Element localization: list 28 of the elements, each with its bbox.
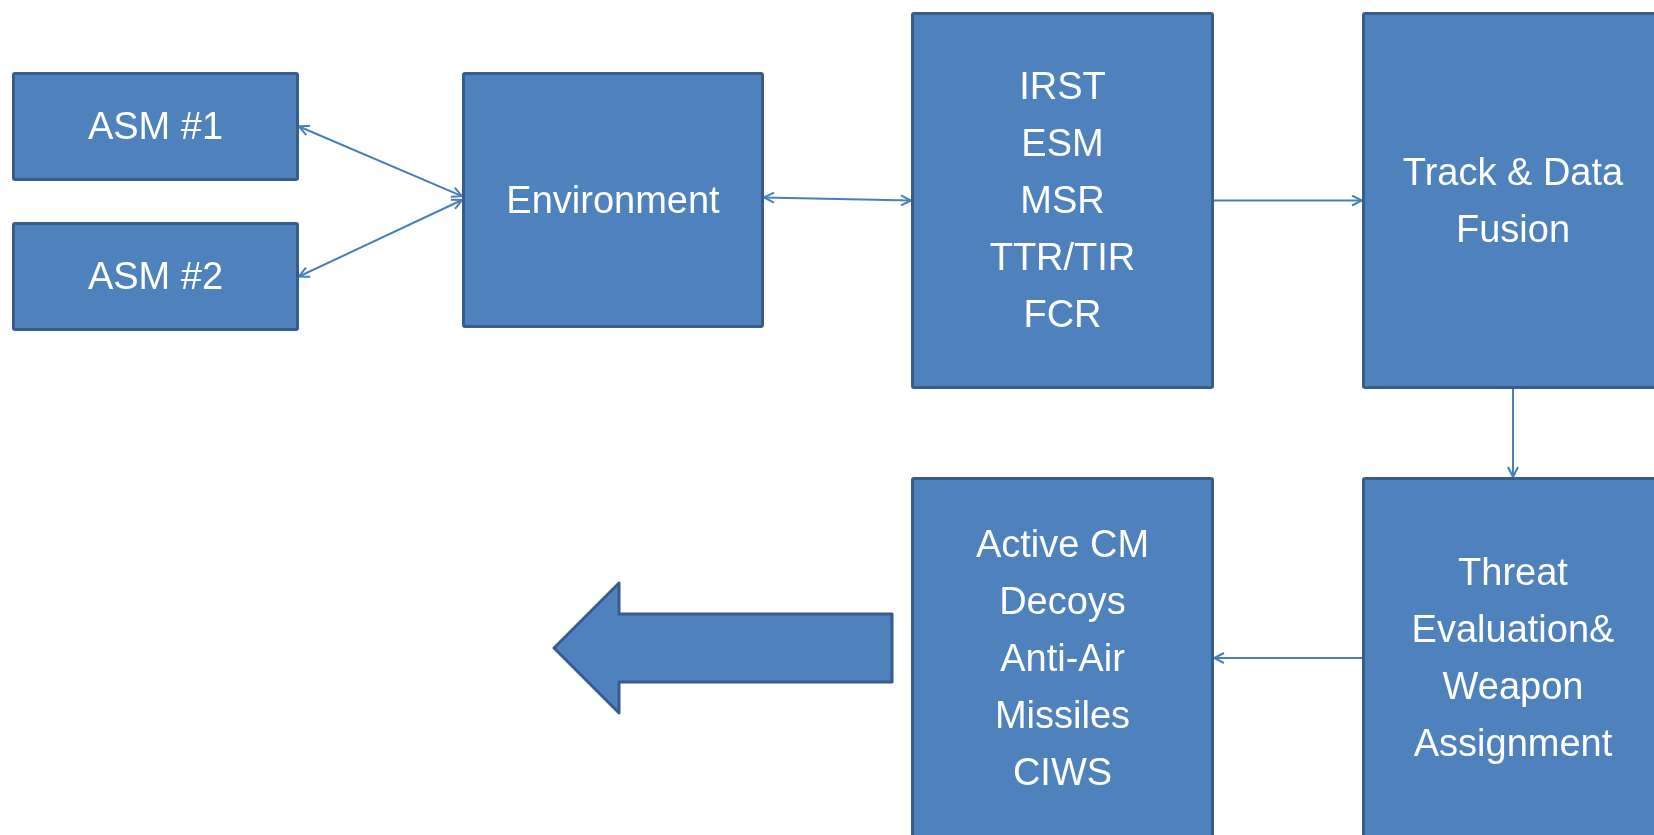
- arrow: [1507, 388, 1519, 478]
- process-box: [12, 72, 299, 181]
- arrow: [298, 198, 463, 278]
- arrow: [298, 124, 463, 198]
- process-box: [462, 72, 764, 328]
- box-label: FCR: [1023, 292, 1102, 337]
- box-label: MSR: [1020, 178, 1105, 223]
- box-label: ASM #1: [87, 104, 224, 149]
- process-box: [1362, 12, 1654, 389]
- box-label: Active CM: [975, 521, 1150, 567]
- box-label: Anti-Air: [1000, 635, 1125, 681]
- arrow: [1213, 194, 1363, 207]
- box-label: Track & Data Fusion: [1401, 149, 1625, 252]
- box-label: ASM #2: [87, 254, 224, 299]
- process-box: [12, 222, 299, 331]
- arrow: [763, 191, 912, 207]
- arrow: [1213, 652, 1363, 664]
- box-label: TTR/TIR: [989, 235, 1136, 280]
- box-label: Threat Evaluation& Weapon Assignment: [1410, 550, 1616, 766]
- process-box: [1362, 477, 1654, 835]
- box-label: IRST: [1019, 64, 1106, 109]
- process-box: [911, 477, 1214, 835]
- box-label: Environment: [506, 177, 720, 223]
- box-label: Missiles: [994, 692, 1131, 738]
- box-label: Decoys: [999, 578, 1126, 624]
- process-box: [911, 12, 1214, 389]
- box-label: CIWS: [1012, 749, 1113, 795]
- box-label: ESM: [1021, 121, 1104, 166]
